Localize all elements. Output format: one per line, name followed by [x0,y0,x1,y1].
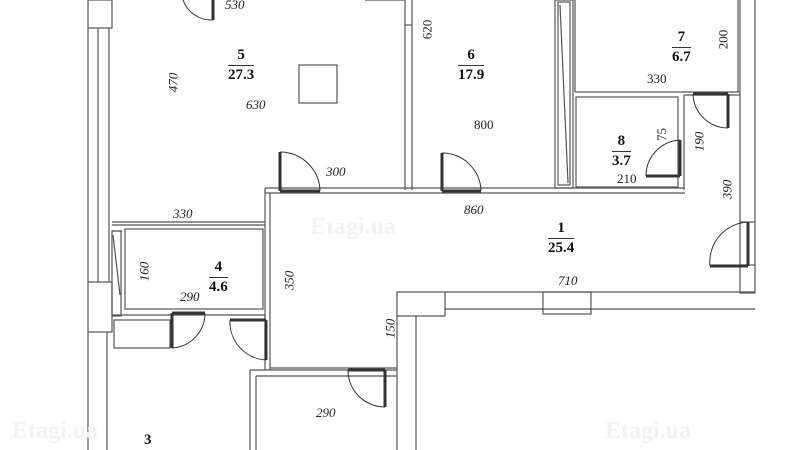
room-label-8: 8 3.7 [612,134,631,169]
room-area: 25.4 [548,240,575,256]
room-7-walls [574,0,740,93]
door-lower-room[interactable] [347,368,387,408]
dimension: 150 [382,318,398,339]
door-room-6[interactable] [440,152,482,193]
room-area: 3.7 [612,153,631,169]
door-room-8[interactable] [645,139,682,178]
dimension: 190 [691,131,707,152]
lower-room-walls [249,367,397,450]
dimension: 200 [715,29,731,50]
room-area: 27.3 [228,67,255,83]
entrance-door[interactable] [709,221,750,268]
room-label-1: 1 25.4 [548,221,575,256]
dimension: 330 [173,206,193,221]
dimension: 630 [246,97,266,112]
dimension: 390 [719,179,735,200]
room-label-3: 3 [140,433,156,450]
column [298,64,338,104]
room-area: 4.6 [209,279,228,295]
left-exterior-wall [87,0,113,450]
room-area: 17.9 [458,67,485,83]
dimension: 75 [654,128,669,141]
dimension: 330 [647,71,667,86]
dimension: 290 [316,405,336,420]
room-1-bottom-wall [396,291,755,450]
dimension: 620 [419,19,435,40]
watermark: Etagi.ua [605,418,692,444]
room-label-6: 6 17.9 [458,48,485,83]
door-room-4[interactable] [170,311,206,349]
dimension: 160 [136,261,152,282]
dimension: 210 [617,171,637,186]
ventilation-shaft [554,0,574,189]
dimension: 350 [281,270,297,291]
room-number: 3 [144,432,152,448]
room-number: 4 [209,260,228,278]
room-label-7: 7 6.7 [672,30,691,65]
room-label-4: 4 4.6 [209,260,228,295]
dimension: 300 [326,164,346,179]
room-area: 6.7 [672,49,691,65]
watermark: Etagi.ua [12,418,99,444]
room-number: 5 [228,48,255,66]
dimension: 470 [165,72,181,93]
room-label-5: 5 27.3 [228,48,255,83]
dimension: 800 [474,117,494,132]
dimension: 860 [464,202,484,217]
door-top-room-5[interactable] [182,0,215,21]
room-number: 8 [612,134,631,152]
room-number: 6 [458,48,485,66]
room-5-walls [112,0,413,226]
doors [170,0,750,408]
room-number: 1 [548,221,575,239]
dimension: 530 [225,0,245,12]
room-4-walls [111,228,265,317]
door-room-5[interactable] [278,151,321,193]
room-number: 7 [672,30,691,48]
door-room-7[interactable] [692,92,730,129]
watermark: Etagi.ua [310,214,397,240]
door-bathroom[interactable] [229,318,268,361]
closet [113,319,171,349]
dimension: 290 [180,289,200,304]
dimension: 710 [558,273,578,288]
